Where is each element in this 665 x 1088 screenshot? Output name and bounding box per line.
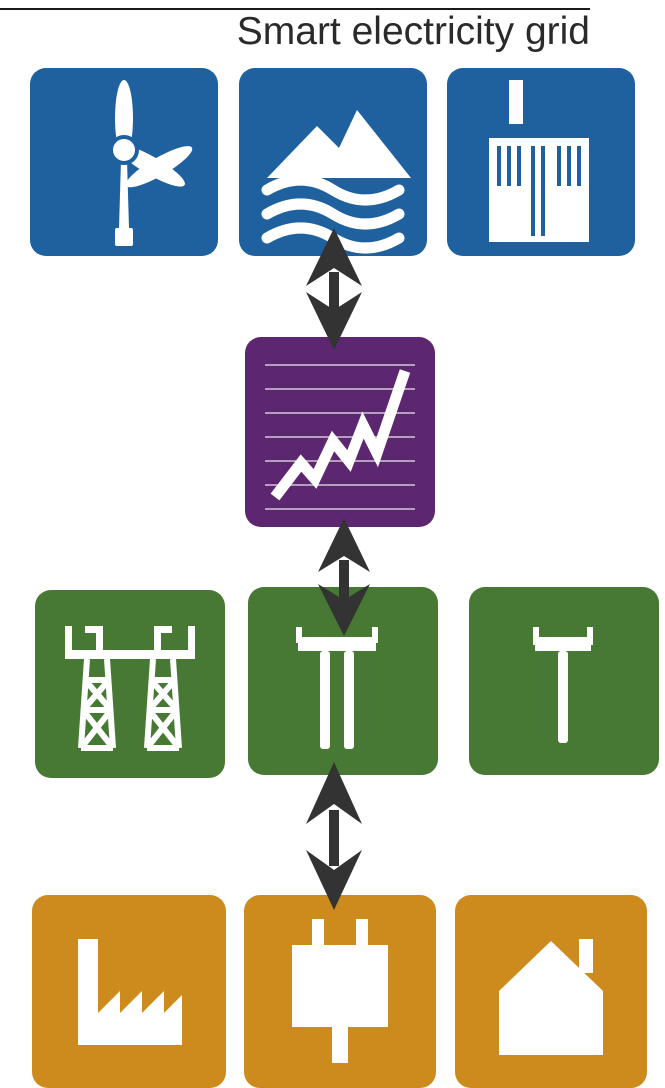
diagram-title: Smart electricity grid xyxy=(236,10,590,53)
arrow-network-consumption xyxy=(306,762,362,910)
tile-hydro xyxy=(239,68,427,256)
top-divider xyxy=(0,8,590,10)
tile-house xyxy=(455,895,647,1088)
house-icon xyxy=(499,939,603,1055)
plug-icon xyxy=(292,919,388,1063)
transmission-tower-icon xyxy=(65,626,195,751)
hydro-icon xyxy=(261,110,411,254)
distribution-pole-icon xyxy=(296,627,378,749)
tile-transmission xyxy=(35,590,225,778)
power-plant-icon xyxy=(489,80,589,242)
tile-market xyxy=(245,337,435,527)
wind-turbine-icon xyxy=(109,80,193,246)
tile-single-pole xyxy=(469,587,659,775)
tile-plug xyxy=(244,895,436,1088)
tile-wind xyxy=(30,68,218,256)
tile-factory xyxy=(32,895,226,1088)
market-chart-icon xyxy=(265,364,415,510)
single-pole-icon xyxy=(533,627,593,743)
tile-power-plant xyxy=(447,68,635,256)
tile-distribution xyxy=(248,587,438,775)
factory-icon xyxy=(78,939,182,1045)
